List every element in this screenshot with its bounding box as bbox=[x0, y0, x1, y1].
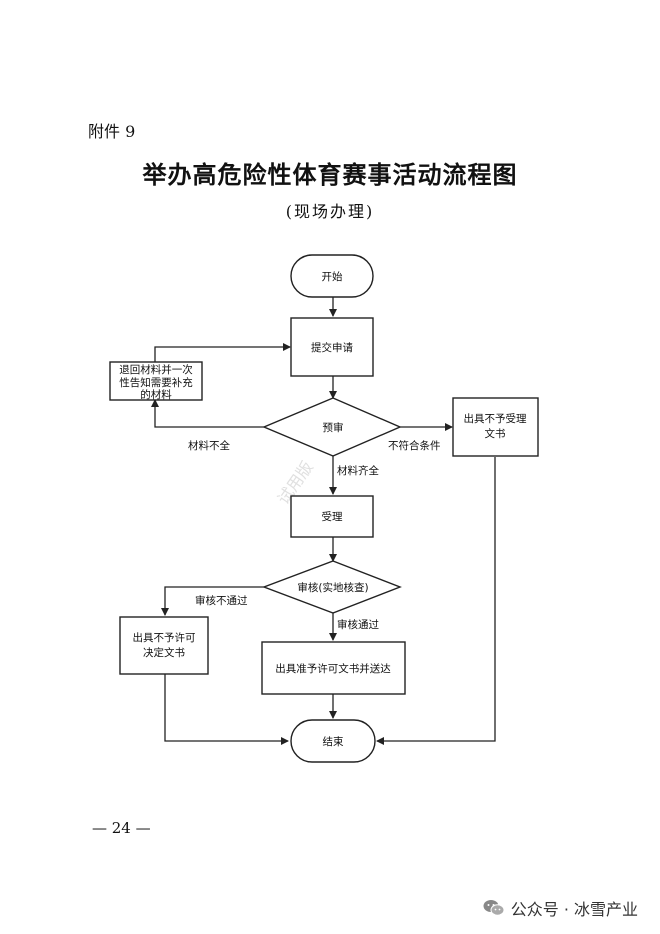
edge-deny-end bbox=[164, 674, 289, 745]
node-return-label-1: 退回材料并一次 bbox=[119, 363, 193, 376]
node-reject bbox=[452, 397, 539, 457]
edge-reject-end bbox=[376, 457, 496, 745]
node-submit-label: 提交申请 bbox=[311, 341, 353, 354]
node-return bbox=[109, 361, 203, 401]
node-start-label: 开始 bbox=[322, 270, 343, 283]
attachment-label: 附件 9 bbox=[88, 122, 136, 141]
node-deny-label-1: 出具不予许可 bbox=[133, 631, 196, 644]
edge-label-fail: 审核不通过 bbox=[195, 594, 248, 607]
node-return-label-2: 性告知需要补充 bbox=[119, 376, 193, 389]
node-grant-label: 出具准予许可文书并送达 bbox=[275, 662, 391, 675]
edge-return-submit bbox=[154, 343, 291, 362]
node-accept bbox=[290, 495, 374, 538]
page-subtitle: (现场办理) bbox=[285, 202, 375, 221]
node-submit bbox=[290, 317, 374, 377]
edge-label-complete: 材料齐全 bbox=[337, 464, 379, 477]
node-accept-label: 受理 bbox=[322, 511, 343, 523]
wechat-icon bbox=[483, 899, 505, 917]
node-deny bbox=[119, 616, 209, 675]
node-end bbox=[290, 719, 376, 763]
node-deny-label-2: 决定文书 bbox=[143, 646, 185, 659]
node-start bbox=[290, 254, 374, 298]
node-review bbox=[262, 560, 402, 614]
node-review-label: 审核(实地核查) bbox=[297, 581, 368, 594]
node-precheck-label: 预审 bbox=[323, 421, 344, 434]
edge-label-pass: 审核通过 bbox=[337, 618, 379, 631]
footer-brand: 公众号 · 冰雪产业 bbox=[483, 896, 638, 920]
node-precheck bbox=[262, 397, 402, 457]
footer-brand-text: 公众号 · 冰雪产业 bbox=[510, 900, 638, 919]
edge-label-incomplete: 材料不全 bbox=[188, 439, 230, 452]
node-reject-label-2: 文书 bbox=[485, 427, 506, 440]
node-reject-label-1: 出具不予受理 bbox=[464, 412, 527, 425]
node-return-label-3: 的材料 bbox=[140, 388, 172, 401]
node-end-label: 结束 bbox=[323, 735, 344, 748]
page-title: 举办高危险性体育赛事活动流程图 bbox=[142, 160, 518, 189]
page-number: — 24 — bbox=[92, 819, 151, 837]
edge-precheck-return bbox=[151, 399, 264, 428]
edge-review-deny bbox=[161, 586, 264, 616]
edge-label-nonconform: 不符合条件 bbox=[388, 439, 441, 452]
node-grant bbox=[261, 641, 406, 695]
